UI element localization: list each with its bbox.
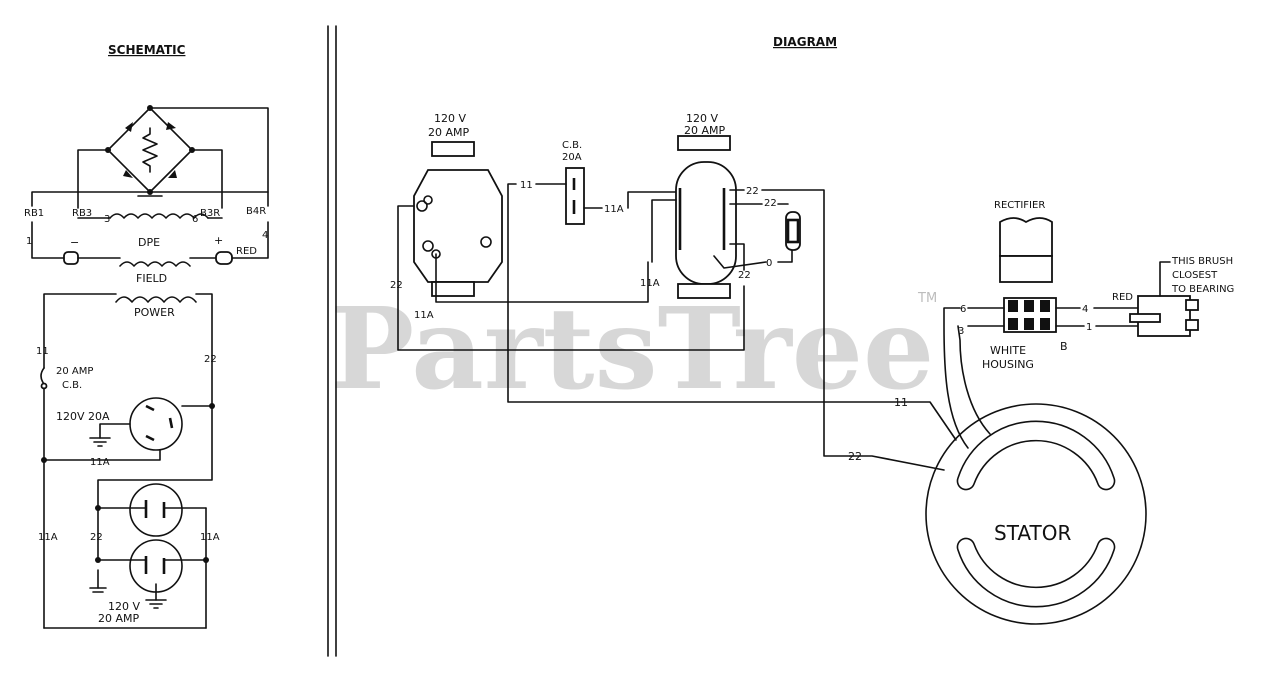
label-dup-volt: 120 V [686,112,718,125]
label-loc-amp: 20 AMP [428,126,470,139]
label-cb-amp: 20A [562,152,582,163]
label-dpe: DPE [138,236,160,249]
label-3: 3 [104,214,110,225]
label-plus: + [214,234,223,247]
label-rb1: RB1 [24,208,44,219]
locking-receptacle-symbol: 120V 20A 11A [41,397,215,468]
label-11a-d: 11A [640,278,660,289]
label-power: POWER [134,306,175,319]
label-field: FIELD [136,272,167,285]
label-4: 4 [1082,304,1088,315]
label-brush-1: THIS BRUSH [1171,256,1233,267]
stator-part: STATOR 11 22 [848,307,1147,625]
label-11a-cb: 11A [604,204,624,215]
panel-divider [327,25,337,657]
schematic-title: SCHEMATIC [108,43,186,57]
diagram-panel: DIAGRAM 120 V 20 AMP 22 11A C.B. 20A [390,35,1234,625]
label-minus: − [70,236,79,249]
dpe-winding: RB1 RB3 B3R B4R 3 6 1 4 DPE [24,191,269,249]
label-rectifier: RECTIFIER [994,200,1045,211]
label-11-stator: 11 [894,396,908,409]
label-4: 4 [262,230,268,241]
label-t3: 3 [958,326,964,337]
label-22-a: 22 [390,280,403,291]
label-red: RED [236,246,257,257]
label-1: 1 [26,236,32,247]
label-b3r: B3R [200,208,220,219]
label-22-d1: 22 [746,186,759,197]
label-11a-a: 11A [414,310,434,321]
diagram-title: DIAGRAM [773,35,837,49]
label-6: 6 [192,214,198,225]
label-duplex-volt: 120 V [108,600,140,613]
duplex-receptacle-symbol: 11A 22 11A 120 V 20 AMP [38,483,220,629]
label-cb: C.B. [62,380,82,391]
power-winding: POWER 11 22 [36,293,217,509]
brush-holder-part: 4 1 RED THIS BRUSH CLOSEST TO BEARING [1055,256,1234,337]
label-22: 22 [204,354,217,365]
label-22-stator: 22 [848,450,862,463]
duplex-receptacle-part: 120 V 20 AMP 11A 22 22 22 0 [640,112,851,457]
label-duplex-amp: 20 AMP [98,612,140,625]
label-rb3: RB3 [72,208,92,219]
rectifier-part: RECTIFIER [994,200,1053,283]
circuit-breaker-symbol: 20 AMP C.B. [40,366,93,629]
label-red: RED [1112,292,1133,303]
label-b: B [1060,340,1068,353]
label-11a-l: 11A [38,532,58,543]
locking-receptacle-part: 120 V 20 AMP 22 11A [390,112,745,351]
watermark-trademark: TM [917,291,937,306]
schematic-panel: SCHEMATIC RB1 RB3 B3R [24,43,269,629]
label-brush-2: CLOSEST [1172,270,1218,281]
label-white: WHITE [990,344,1026,357]
label-loc-volt: 120 V [434,112,466,125]
label-11a-h: 11A [90,457,110,468]
label-22-d2: 22 [764,198,777,209]
label-cb-rating: 20 AMP [56,366,93,377]
label-t6: 6 [960,304,966,315]
label-0: 0 [766,258,772,269]
label-locking-rating: 120V 20A [56,410,110,423]
label-11: 11 [36,346,49,357]
circuit-breaker-part: C.B. 20A 11 11A [507,140,903,403]
label-brush-3: TO BEARING [1171,284,1234,295]
label-22-l: 22 [90,532,103,543]
label-11-cb: 11 [520,180,533,191]
label-dup-amp: 20 AMP [684,124,726,137]
label-cb: C.B. [562,140,582,151]
label-1: 1 [1086,322,1092,333]
ground-plug-part [785,211,801,251]
label-22-d3: 22 [738,270,751,281]
label-11a-r: 11A [200,532,220,543]
label-stator: STATOR [994,521,1071,545]
white-housing-terminal: 6 3 WHITE HOUSING B [958,297,1068,371]
field-winding: − + RED FIELD [31,221,269,285]
label-b4r: B4R [246,206,266,217]
label-housing: HOUSING [982,358,1034,371]
